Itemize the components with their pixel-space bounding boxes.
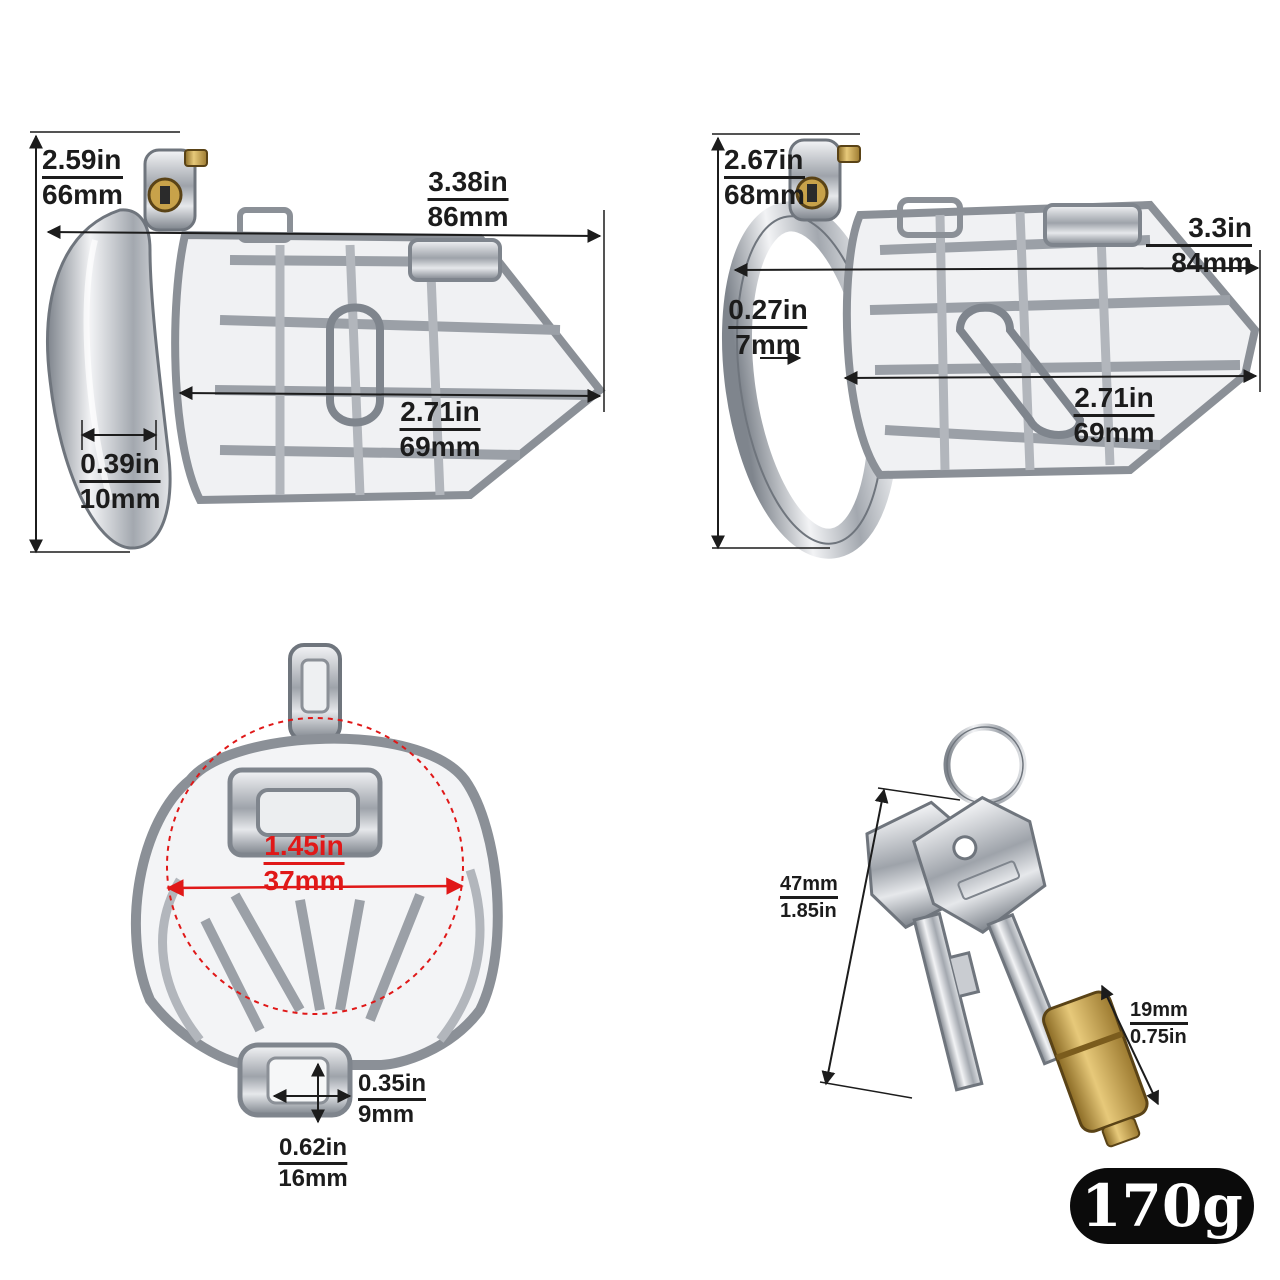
cage-front bbox=[130, 733, 503, 1070]
gap-mm: 7mm bbox=[735, 329, 801, 360]
label-length-left: 3.38in 86mm bbox=[427, 168, 509, 232]
height-mm: 66mm bbox=[42, 179, 123, 210]
hole-height-mm: 9mm bbox=[358, 1101, 415, 1128]
diameter-guide-circle bbox=[166, 717, 464, 1015]
cage-length-in: 2.71in bbox=[1073, 384, 1155, 417]
key-length-mm: 47mm bbox=[780, 874, 838, 899]
weight-badge: 170g bbox=[1070, 1168, 1254, 1244]
label-key-length: 47mm 1.85in bbox=[780, 874, 838, 921]
diameter-mm: 37mm bbox=[263, 865, 345, 896]
hole-width-in: 0.62in bbox=[278, 1136, 348, 1165]
cage-outline bbox=[171, 230, 606, 505]
height-in: 2.67in bbox=[724, 146, 805, 179]
height-in: 2.59in bbox=[42, 146, 123, 179]
side-view-right bbox=[711, 133, 1261, 559]
length-in: 3.3in bbox=[1146, 214, 1252, 247]
length-mm: 86mm bbox=[427, 201, 509, 232]
length-mm: 84mm bbox=[1171, 247, 1252, 278]
label-hole-height: 0.35in 9mm bbox=[358, 1072, 427, 1128]
front-view bbox=[130, 643, 503, 1124]
gap-in: 0.27in bbox=[728, 296, 808, 329]
keys-view bbox=[819, 723, 1159, 1148]
side-view-left bbox=[29, 131, 606, 554]
hole-height-in: 0.35in bbox=[358, 1072, 427, 1101]
label-length-right: 3.3in 84mm bbox=[1146, 214, 1252, 277]
hole-width-mm: 16mm bbox=[278, 1165, 348, 1192]
cage-length-mm: 69mm bbox=[399, 431, 481, 462]
label-diameter: 1.45in 37mm bbox=[263, 832, 345, 896]
ring-width-mm: 10mm bbox=[79, 483, 161, 514]
label-gap: 0.27in 7mm bbox=[728, 296, 808, 360]
lock-length-mm: 19mm bbox=[1130, 1000, 1188, 1025]
cage-length-in: 2.71in bbox=[399, 398, 481, 431]
lock-length-in: 0.75in bbox=[1130, 1026, 1187, 1048]
label-cage-length-right: 2.71in 69mm bbox=[1073, 384, 1155, 448]
label-height-left: 2.59in 66mm bbox=[42, 146, 123, 209]
diameter-in: 1.45in bbox=[263, 832, 345, 865]
base-ring bbox=[46, 208, 172, 550]
label-height-right: 2.67in 68mm bbox=[724, 146, 805, 209]
key-length-in: 1.85in bbox=[780, 900, 837, 922]
label-hole-width: 0.62in 16mm bbox=[278, 1136, 348, 1192]
ring-width-in: 0.39in bbox=[79, 450, 161, 483]
label-cage-length-left: 2.71in 69mm bbox=[399, 398, 481, 462]
length-in: 3.38in bbox=[427, 168, 509, 201]
label-lock-length: 19mm 0.75in bbox=[1130, 1000, 1188, 1047]
label-ring-width: 0.39in 10mm bbox=[79, 450, 161, 514]
cage-length-mm: 69mm bbox=[1073, 417, 1155, 448]
height-mm: 68mm bbox=[724, 179, 805, 210]
